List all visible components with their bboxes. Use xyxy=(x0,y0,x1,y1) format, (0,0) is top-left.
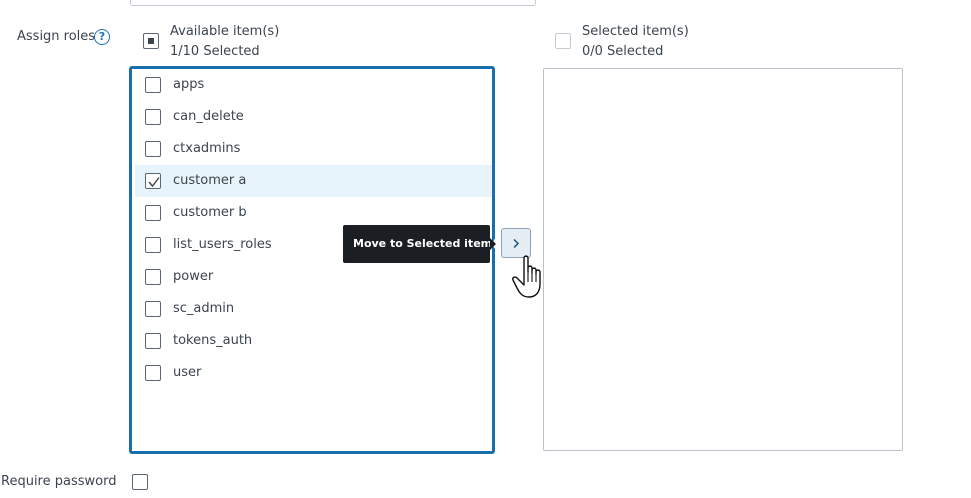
list-item[interactable]: can_delete xyxy=(135,101,492,133)
list-item[interactable]: apps xyxy=(135,69,492,101)
available-items-count: 1/10 Selected xyxy=(170,44,260,59)
available-select-all-checkbox[interactable] xyxy=(143,33,159,49)
previous-field-input[interactable] xyxy=(130,0,536,6)
selected-items-list xyxy=(543,68,903,451)
list-item[interactable]: sc_admin xyxy=(135,293,492,325)
item-label: power xyxy=(173,269,214,284)
assign-roles-label: Assign roles xyxy=(17,29,96,44)
selected-items-count: 0/0 Selected xyxy=(582,44,664,59)
item-checkbox[interactable] xyxy=(145,237,161,253)
item-checkbox[interactable] xyxy=(145,333,161,349)
item-checkbox[interactable] xyxy=(145,109,161,125)
tooltip-arrow xyxy=(490,238,496,250)
item-label: apps xyxy=(173,77,205,92)
list-item[interactable]: list_users_roles xyxy=(135,229,492,261)
list-item[interactable]: user xyxy=(135,357,492,389)
item-label: ctxadmins xyxy=(173,141,241,156)
item-checkbox[interactable] xyxy=(145,77,161,93)
item-checkbox[interactable] xyxy=(145,301,161,317)
item-checkbox[interactable] xyxy=(145,205,161,221)
require-password-checkbox[interactable] xyxy=(132,474,148,490)
item-checkbox-checked[interactable] xyxy=(145,173,161,189)
item-label: list_users_roles xyxy=(173,237,272,252)
item-checkbox[interactable] xyxy=(145,141,161,157)
tooltip-text: Move to Selected item(s) xyxy=(353,237,509,250)
item-label: customer b xyxy=(173,205,247,220)
item-checkbox[interactable] xyxy=(145,269,161,285)
list-item[interactable]: tokens_auth xyxy=(135,325,492,357)
item-label: can_delete xyxy=(173,109,244,124)
item-checkbox[interactable] xyxy=(145,365,161,381)
move-tooltip: Move to Selected item(s) xyxy=(343,225,509,263)
checkmark-icon xyxy=(148,177,160,188)
list-item[interactable]: power xyxy=(135,261,492,293)
item-label: sc_admin xyxy=(173,301,235,316)
selected-items-title: Selected item(s) xyxy=(582,24,689,39)
list-item[interactable]: ctxadmins xyxy=(135,133,492,165)
item-label: customer a xyxy=(173,173,247,188)
list-item-selected[interactable]: customer a xyxy=(135,165,492,197)
move-to-selected-button[interactable] xyxy=(501,228,531,258)
require-password-label: Require password xyxy=(1,474,117,489)
item-label: user xyxy=(173,365,202,380)
item-label: tokens_auth xyxy=(173,333,253,348)
chevron-right-icon xyxy=(513,238,520,249)
hand-cursor-icon xyxy=(512,255,541,298)
available-items-title: Available item(s) xyxy=(170,24,280,39)
list-item[interactable]: customer b xyxy=(135,197,492,229)
selected-select-all-checkbox[interactable] xyxy=(555,33,571,49)
help-icon[interactable]: ? xyxy=(94,29,110,45)
